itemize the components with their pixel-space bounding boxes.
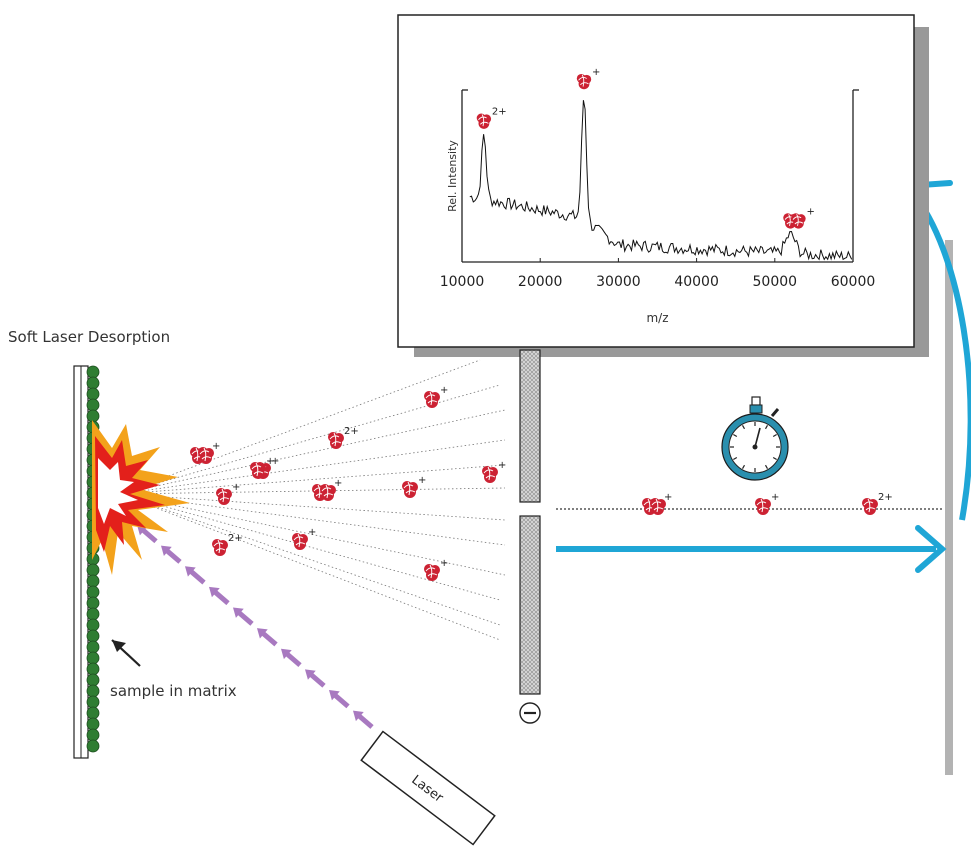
ion-charge-label: 2+ [878,492,893,503]
x-tick-label: 30000 [596,274,641,290]
protein-ion-icon: + [249,456,274,480]
ion-charge-label: + [771,492,779,503]
peak-ion-icon: + [576,67,600,90]
protein-ion-icon: + [254,456,279,480]
flight-arrow [556,525,947,573]
ion-charge-label: + [440,558,448,569]
ion-charge-label: + [232,482,240,493]
protein-ion-icon: + [189,441,220,465]
x-tick-label: 20000 [518,274,563,290]
spectrum-line [469,100,853,261]
protein-ion-icon: + [291,527,316,551]
ion-charge-label: 2+ [228,533,243,544]
protein-ion-icon: + [641,492,672,516]
x-tick-label: 50000 [753,274,798,290]
ion-charge-label: 2+ [344,426,359,437]
sample-pointer [111,639,141,667]
protein-ion-icon: + [423,385,448,409]
spectrum-plot: 10000 20000 30000 40000 50000 60000 m/z Rel. In… [440,67,876,325]
method-title: Soft Laser Desorption [8,328,170,346]
ion-charge-label: + [271,456,279,467]
x-tick-label: 40000 [674,274,719,290]
ion-charge-label: + [418,475,426,486]
x-tick-label: 60000 [831,274,876,290]
ion-charge-label: + [664,492,672,503]
protein-ion-icon: + [423,558,448,582]
protein-ion-icon: + [754,492,779,516]
laser-device: Laser [360,730,496,846]
extraction-electrode [519,349,541,724]
spectrum-inset: 10000 20000 30000 40000 50000 60000 m/z Rel. In… [397,14,929,357]
ion-charge-label: + [498,460,506,471]
ion-charge-label: + [308,527,316,538]
peak-charge-label: + [806,206,814,217]
protein-ion-icon: 2+ [861,492,893,516]
ion-charge-label: + [440,385,448,396]
protein-ion-icon: 2+ [211,533,243,557]
y-axis-label: Rel. Intensity [446,140,459,212]
stopwatch-icon [721,396,789,481]
x-tick-label: 10000 [440,274,485,290]
peak-ion-icon: + [782,206,815,230]
protein-ion-icon: + [481,460,506,484]
protein-ion-icon: 2+ [327,426,359,450]
peak-charge-label: 2+ [492,107,507,118]
protein-ion-icon: + [401,475,426,499]
laser-burst-icon [92,420,190,575]
ion-charge-label: + [212,441,220,452]
protein-ion-icon: + [311,478,342,502]
plume-ions: +2+++++++2++++ [189,385,506,582]
sample-label: sample in matrix [110,682,237,700]
detector-plate [945,240,953,775]
laser-beam [112,504,374,729]
flight-ions: + +2+ [641,492,893,516]
x-axis-label: m/z [646,311,668,325]
peak-ion-icon: 2+ [476,107,507,130]
ion-charge-label: + [334,478,342,489]
peak-charge-label: + [592,67,600,78]
protein-ion-icon: + [215,482,240,506]
ion-charge-label: + [266,456,274,467]
